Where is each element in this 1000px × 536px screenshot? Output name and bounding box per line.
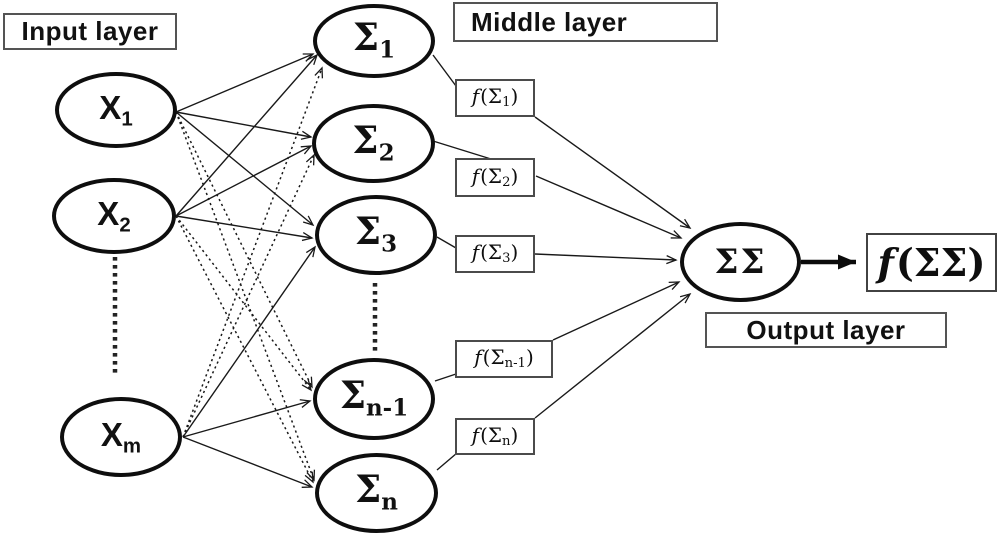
input-node-x2: X2 [52,178,176,254]
input-to-hidden-arrow-dashed [175,111,316,482]
fbox-to-output-arrow [534,116,692,229]
close-paren: ) [510,422,519,447]
node-subscript: n-1 [366,394,409,422]
node-symbol: X [97,194,120,232]
input-to-hidden-arrow [175,215,314,242]
middle-node-sigma-n-1: Σn-1 [313,358,435,440]
open-paren-sigma: (Σ [480,163,503,188]
node-label: Σ1 [353,19,395,62]
open-paren-sigma: (Σ [482,345,505,370]
output-node-sigma-sigma: ΣΣ [680,222,801,302]
input-to-hidden-arrow-dashed [182,66,324,438]
node-to-fbox-connector [432,140,492,160]
node-subscript: n [381,488,398,516]
input-layer-label: Input layer [3,13,177,50]
node-symbol: Σ [354,209,382,254]
node-symbol: X [99,88,122,126]
middle-layer-label: Middle layer [453,2,718,42]
node-subscript: 2 [119,213,131,237]
node-label: Σn [355,471,398,514]
fbox-to-output-arrow [534,292,692,419]
node-label: ΣΣ [714,245,766,279]
output-function-label: f(ΣΣ) [877,243,985,282]
activation-box-f-sigma-n: f(Σn) [455,418,535,455]
middle-node-sigma2: Σ2 [312,104,435,183]
close-paren: ) [967,239,986,285]
input-to-hidden-arrow [175,53,319,217]
close-paren: ) [510,163,519,188]
node-to-fbox-connector [434,373,457,382]
node-subscript: 1 [121,107,133,131]
close-paren: ) [525,345,534,370]
input-to-hidden-arrow [175,111,313,140]
input-node-x1: X1 [55,72,177,148]
output-layer-label: Output layer [705,312,947,348]
f-symbol: f [474,345,482,370]
fbox-to-output-arrow [535,175,683,239]
sigma-subscript: 2 [502,174,511,190]
activation-box-f-sigma3: f(Σ3) [455,235,535,273]
input-to-hidden-arrow [175,53,315,113]
sigma-subscript: 3 [502,251,511,267]
activation-label: f(Σn) [472,425,519,448]
input-to-hidden-arrow [182,245,316,438]
node-symbol: Σ [355,467,382,512]
activation-box-f-sigma-n-1: f(Σn-1) [455,340,553,378]
fbox-to-output-arrow [552,281,681,341]
node-subscript: 2 [378,139,395,167]
sigma-subscript: n-1 [504,356,526,372]
node-symbol: Σ [352,15,380,60]
node-symbol: X [100,415,123,453]
input-to-hidden-arrow [182,399,312,438]
close-paren: ) [510,240,519,265]
f-symbol: f [471,84,480,109]
node-label: Σn-1 [340,377,408,420]
node-to-fbox-connector [436,452,458,471]
activation-label: f(Σn-1) [474,347,534,370]
node-label: X2 [97,197,130,236]
node-label: X1 [99,91,132,130]
sigma-subscript: n [502,433,511,449]
sigma-subscript: 1 [502,95,511,111]
node-symbol: ΣΣ [714,242,767,282]
activation-label: f(Σ2) [472,166,519,189]
open-paren-sigma: (Σ [480,240,503,265]
node-subscript: 1 [379,36,396,64]
node-to-fbox-connector [432,54,457,87]
input-to-hidden-arrow-dashed [175,111,313,389]
node-label: Σ3 [355,213,397,256]
input-to-hidden-arrow [182,436,314,488]
node-label: Σ2 [352,121,395,167]
f-symbol: f [471,163,480,188]
input-to-hidden-arrow-dashed [175,215,313,392]
middle-node-sigma3: Σ3 [315,195,437,275]
node-symbol: Σ [339,373,366,418]
f-symbol: f [877,239,894,285]
node-subscript: m [122,434,142,458]
open-paren-sigma: (Σ [480,84,503,109]
f-symbol: f [471,422,480,447]
activation-box-f-sigma2: f(Σ2) [455,158,535,197]
input-node-xm: Xm [60,397,182,477]
input-to-hidden-arrow-dashed [175,215,314,484]
close-paren: ) [510,84,519,109]
open-paren-sigma-sigma: (ΣΣ [895,239,968,285]
output-function-box-f-sigma-sigma: f(ΣΣ) [866,233,997,292]
open-paren-sigma: (Σ [480,422,503,447]
activation-label: f(Σ3) [472,242,519,265]
middle-node-sigma1: Σ1 [313,4,435,78]
node-label: Xm [101,418,141,457]
activation-box-f-sigma1: f(Σ1) [455,79,535,117]
f-symbol: f [471,240,480,265]
middle-node-sigma-n: Σn [315,453,438,533]
node-subscript: 3 [381,230,398,258]
activation-label: f(Σ1) [472,86,519,109]
fbox-to-output-arrow [534,253,678,265]
node-to-fbox-connector [436,236,457,249]
input-to-hidden-arrow-dashed [182,153,315,438]
node-symbol: Σ [352,117,379,162]
